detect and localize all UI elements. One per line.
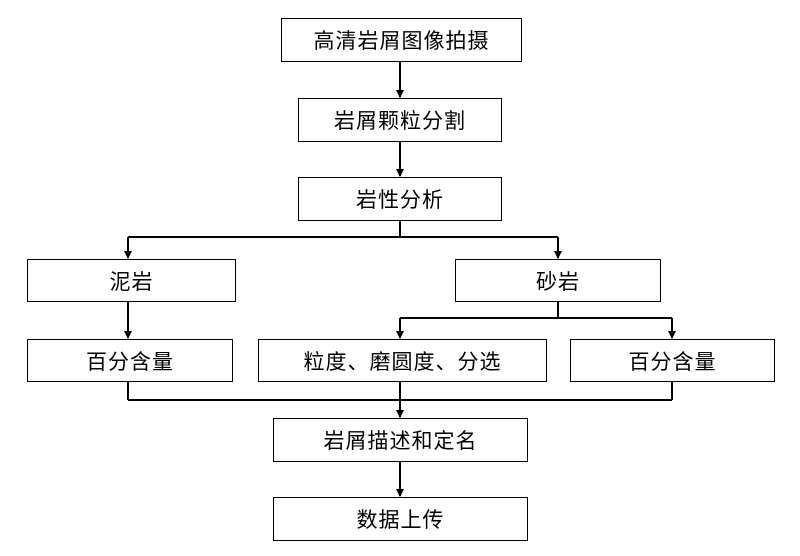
node-label: 砂岩 xyxy=(536,269,580,294)
node-sandstone: 砂岩 xyxy=(455,259,661,302)
node-capture: 高清岩屑图像拍摄 xyxy=(281,18,522,62)
node-label: 岩屑颗粒分割 xyxy=(334,109,466,133)
node-mudstone: 泥岩 xyxy=(27,259,236,302)
node-lithology: 岩性分析 xyxy=(298,177,502,221)
node-segment: 岩屑颗粒分割 xyxy=(298,98,502,142)
node-label: 岩性分析 xyxy=(356,188,444,212)
node-label: 高清岩屑图像拍摄 xyxy=(313,29,490,53)
node-label: 泥岩 xyxy=(109,269,154,294)
node-sand-percent: 百分含量 xyxy=(570,339,775,382)
node-label: 岩屑描述和定名 xyxy=(323,429,478,453)
node-upload: 数据上传 xyxy=(273,497,528,541)
node-label: 粒度、磨圆度、分选 xyxy=(303,349,502,374)
node-mud-percent: 百分含量 xyxy=(27,339,233,382)
node-label: 数据上传 xyxy=(356,508,445,532)
node-grain-features: 粒度、磨圆度、分选 xyxy=(258,339,547,382)
node-label: 百分含量 xyxy=(628,349,717,374)
node-label: 百分含量 xyxy=(86,349,174,374)
node-describe-name: 岩屑描述和定名 xyxy=(273,418,528,462)
